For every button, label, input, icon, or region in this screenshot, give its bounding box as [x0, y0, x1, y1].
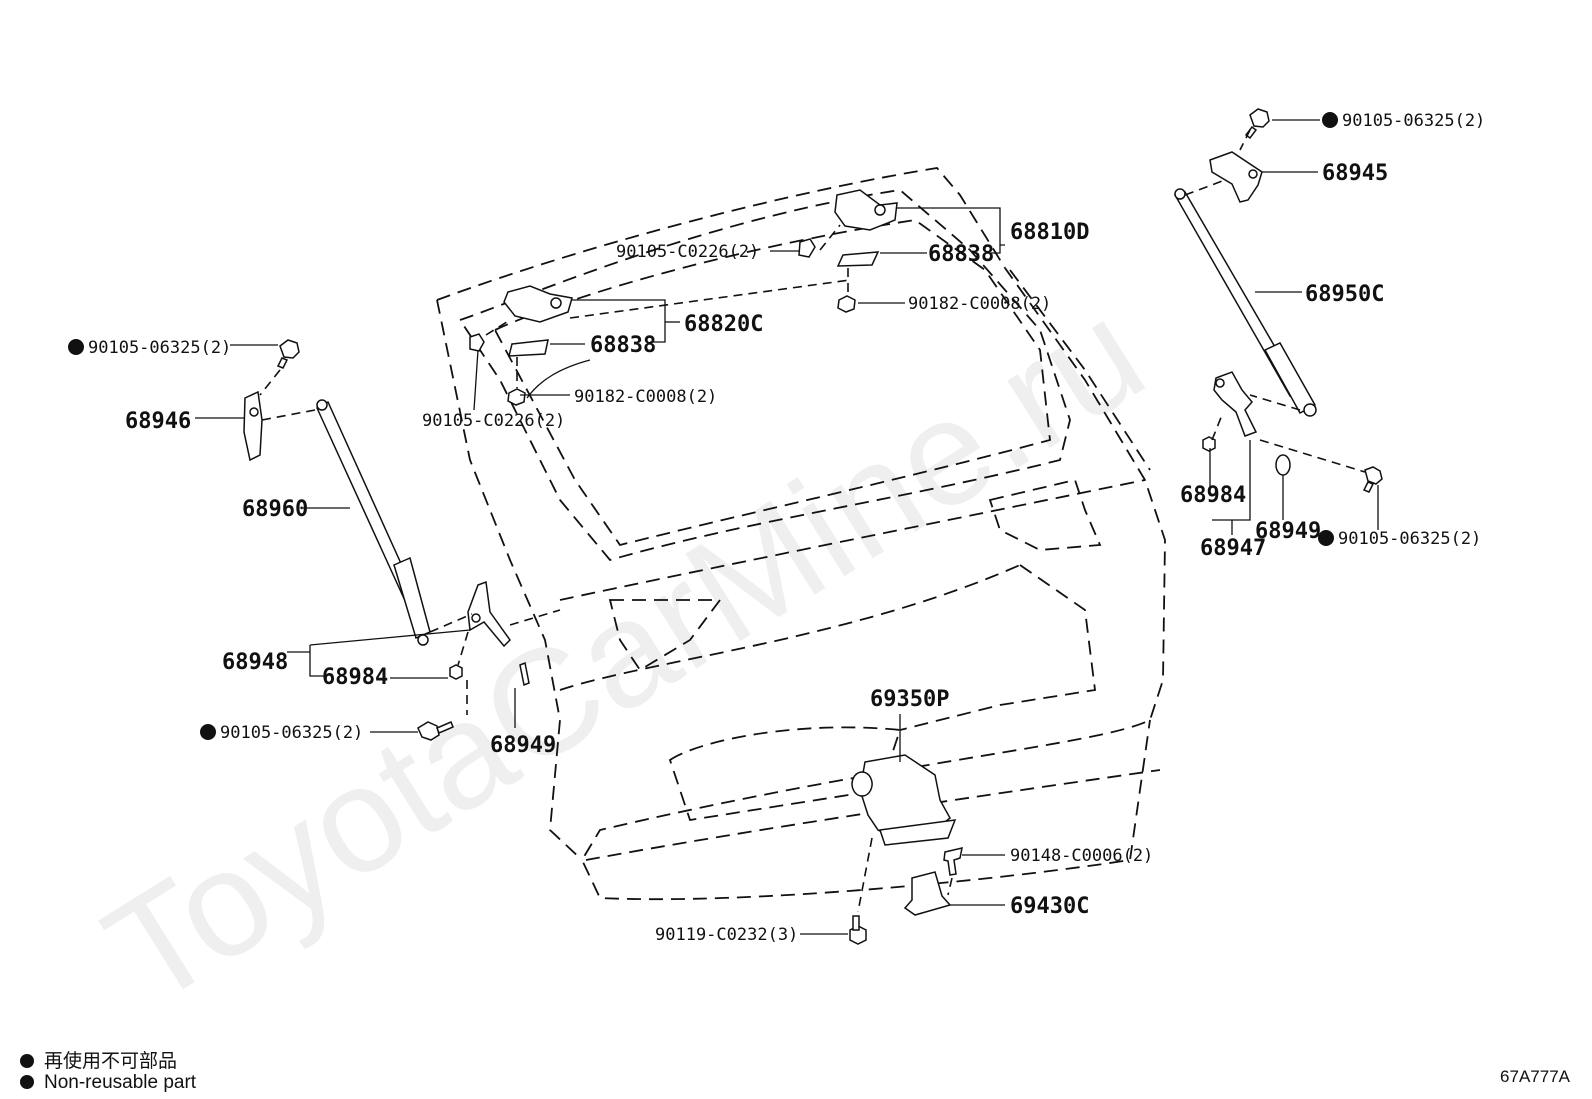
legend-item-en: Non-reusable part — [20, 1072, 196, 1094]
label-90148-C0006: 90148-C0006(2) — [1010, 846, 1153, 866]
label-68950C: 68950C — [1305, 282, 1384, 307]
label-68946: 68946 — [125, 409, 191, 434]
legend-text: 再使用不可部品 — [44, 1051, 178, 1072]
label-90182-C0008: 90182-C0008(2) — [574, 387, 717, 407]
label-68838: 68838 — [928, 242, 994, 267]
label-68984: 68984 — [322, 665, 388, 690]
label-90105-06325: 90105-06325(2) — [1342, 111, 1485, 131]
label-68949: 68949 — [490, 733, 556, 758]
label-90105-06325: 90105-06325(2) — [1338, 529, 1481, 549]
strut-68960 — [316, 399, 431, 646]
label-68984: 68984 — [1180, 483, 1246, 508]
non-reusable-dot — [1322, 112, 1338, 128]
diagram-code: 67A777A — [1500, 1067, 1570, 1086]
legend-text: Non-reusable part — [44, 1072, 197, 1093]
label-68948: 68948 — [222, 650, 288, 675]
bracket-68948 — [417, 580, 561, 741]
striker-69430C — [903, 847, 963, 916]
label-68838: 68838 — [590, 333, 656, 358]
label-68960: 68960 — [242, 497, 308, 522]
label-90105-06325: 90105-06325(2) — [88, 338, 231, 358]
label-69430C: 69430C — [1010, 894, 1089, 919]
label-68947: 68947 — [1200, 536, 1266, 561]
label-90105-C0226: 90105-C0226(2) — [422, 411, 565, 431]
non-reusable-dot — [200, 724, 216, 740]
label-68945: 68945 — [1322, 161, 1388, 186]
non-reusable-dot — [68, 339, 84, 355]
label-90105-06325: 90105-06325(2) — [220, 723, 363, 743]
lock-69350P — [849, 754, 957, 945]
label-90182-C0008: 90182-C0008(2) — [908, 294, 1051, 314]
leader-lines — [195, 119, 1379, 935]
hinge-68820C — [469, 279, 851, 406]
hinge-68810D — [798, 189, 898, 313]
back-door-body — [436, 167, 1166, 901]
legend-item-jp: 再使用不可部品 — [20, 1046, 177, 1073]
label-68810D: 68810D — [1010, 220, 1089, 245]
strut-68950C — [1173, 188, 1317, 417]
label-90119-C0232: 90119-C0232(3) — [655, 925, 798, 945]
bracket-68946 — [243, 339, 316, 462]
label-68820C: 68820C — [684, 312, 763, 337]
bracket-68945 — [1184, 108, 1270, 203]
non-reusable-dot — [1318, 530, 1334, 546]
non-reusable-dot-icon — [20, 1075, 34, 1089]
non-reusable-markers — [68, 112, 1338, 740]
label-90105-C0226: 90105-C0226(2) — [616, 242, 759, 262]
part-labels: 90105-06325(2) 68945 68950C 68810D 68838… — [88, 111, 1485, 945]
label-69350P: 69350P — [870, 687, 949, 712]
non-reusable-dot-icon — [20, 1054, 34, 1068]
label-68949: 68949 — [1255, 519, 1321, 544]
